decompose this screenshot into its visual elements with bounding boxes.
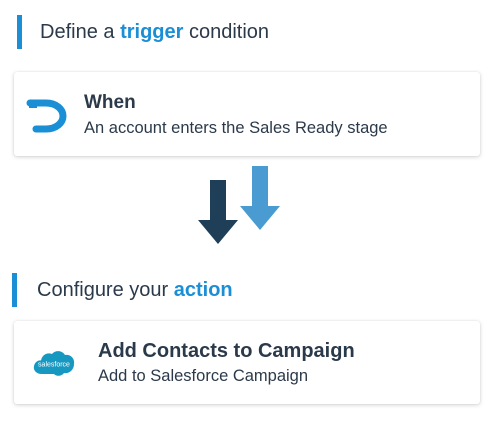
- down-arrow-dark: [198, 180, 238, 244]
- salesforce-logo-text: salesforce: [38, 361, 70, 368]
- action-card-title: Add Contacts to Campaign: [98, 340, 355, 362]
- down-arrows-icon: [198, 166, 280, 244]
- trigger-card[interactable]: When An account enters the Sales Ready s…: [14, 72, 480, 156]
- trigger-section-heading: Define a trigger condition: [17, 15, 269, 49]
- heading-accent-word: trigger: [120, 20, 184, 43]
- action-card[interactable]: salesforce Add Contacts to Campaign Add …: [14, 321, 480, 404]
- down-arrow-light: [240, 166, 280, 230]
- heading-accent-word: action: [173, 278, 233, 301]
- trigger-card-subtitle: An account enters the Sales Ready stage: [84, 118, 388, 137]
- heading-text: Define a trigger condition: [40, 20, 270, 43]
- action-card-subtitle: Add to Salesforce Campaign: [98, 367, 309, 385]
- trigger-card-title: When: [84, 91, 136, 113]
- heading-text: Configure your action: [37, 278, 233, 301]
- salesforce-icon: salesforce: [33, 350, 75, 376]
- heading-accent-bar: [17, 15, 22, 49]
- when-hook-icon: [26, 99, 67, 133]
- heading-accent-bar: [12, 273, 17, 307]
- action-section-heading: Configure your action: [12, 273, 233, 307]
